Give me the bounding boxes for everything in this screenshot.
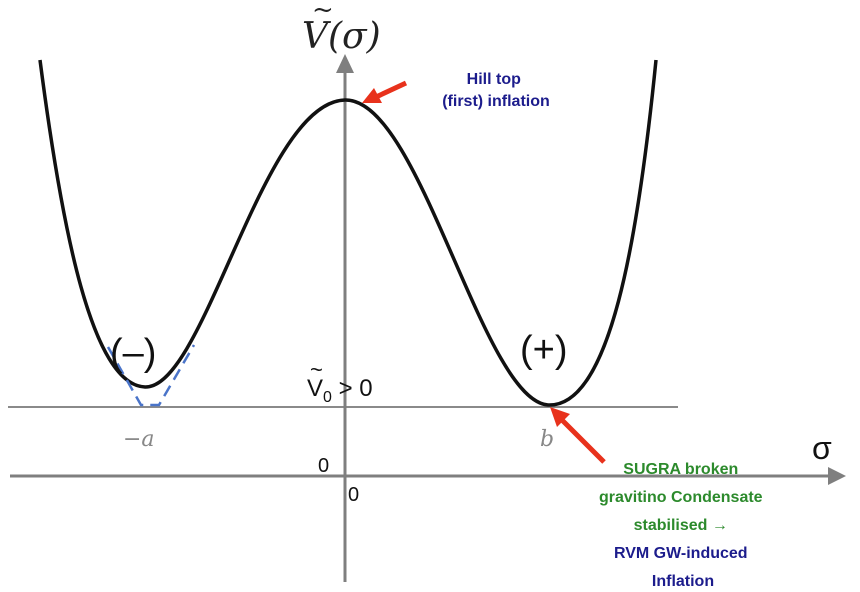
y-axis-arrowhead [336,54,354,73]
x-axis-label: σ [812,430,832,466]
y-axis-label: V(σ) [302,16,381,57]
tick-b: b [540,427,554,452]
v0-tilde: ~ [310,357,323,382]
origin-y-zero: 0 [318,455,329,477]
origin-x-zero: 0 [348,484,359,506]
x-axis-arrowhead [828,467,846,485]
plus-vacuum-label: (+) [520,329,568,371]
v0-label: V0 > 0 [307,375,373,406]
hilltop-arrowhead [362,88,382,103]
sugra-arrow [560,418,606,464]
hilltop-annotation: Hill top (first) inflation [442,71,550,110]
potential-curve [38,59,658,407]
sugra-arrowhead [550,407,570,427]
sugra-annotation: SUGRA broken gravitino Condensate stabil… [599,461,767,590]
hilltop-arrow [374,80,408,100]
minus-vacuum-label: (–) [110,332,156,374]
tick-minus-a: −a [123,427,155,452]
dashed-quadratic-approx [106,344,196,407]
y-axis-label-tilde: ~ [312,0,334,25]
